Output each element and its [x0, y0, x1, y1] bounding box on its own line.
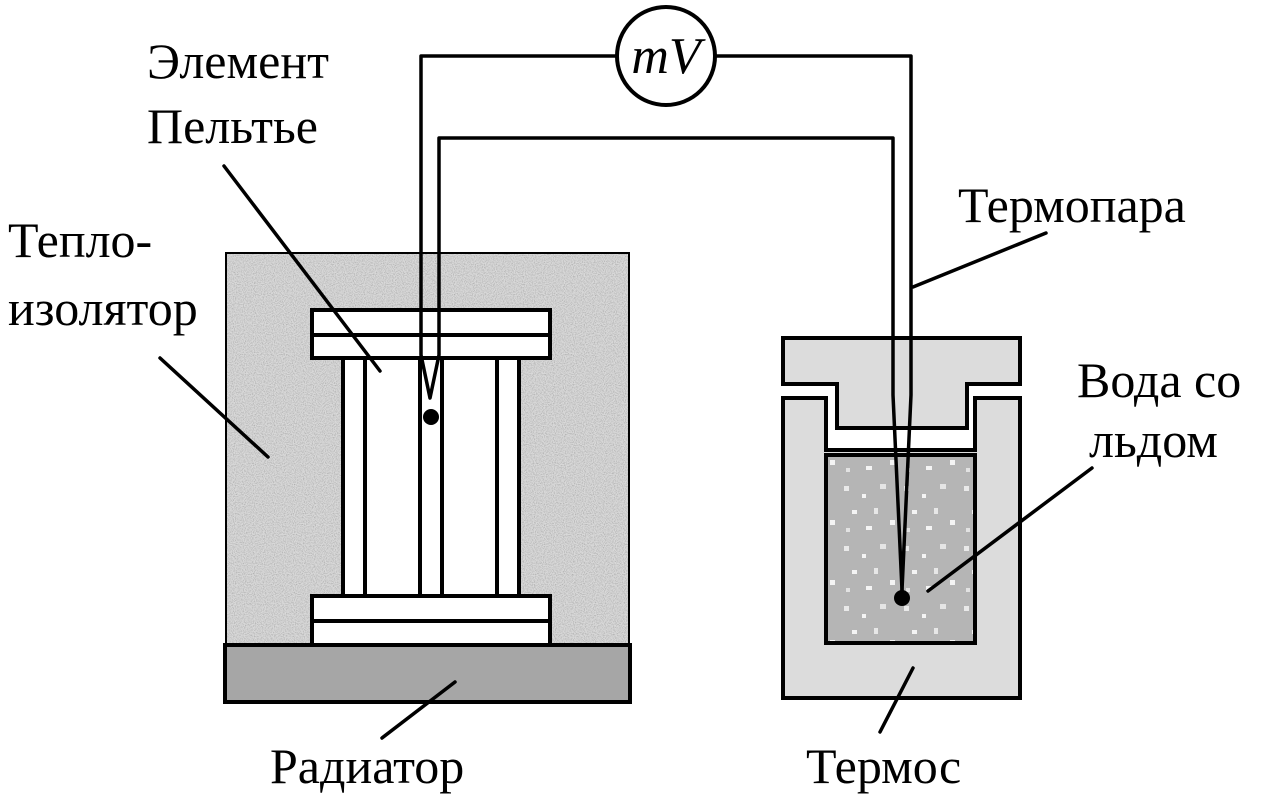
label-insulator-line2: изолятор	[8, 280, 198, 336]
leader-lines	[158, 164, 1094, 740]
peltier-bottom-plate-lower	[310, 619, 552, 647]
peltier-top-plate-lower	[310, 333, 552, 360]
radiator-plate	[223, 643, 632, 704]
leader-thermocouple	[911, 231, 1048, 289]
peltier-leg-5	[495, 356, 521, 598]
cold-junction-dot	[894, 590, 910, 606]
label-thermocouple: Термопара	[958, 177, 1186, 233]
peltier-assembly	[223, 250, 632, 704]
label-water-line1: Вода со	[1077, 352, 1241, 408]
leader-peltier	[222, 164, 382, 373]
hot-junction-dot	[423, 409, 439, 425]
thermocouple-wire-outer	[419, 54, 904, 592]
label-water-line2: льдом	[1089, 412, 1218, 468]
millivoltmeter	[615, 5, 717, 107]
leader-insulator	[158, 356, 270, 459]
peltier-leg-4	[440, 356, 499, 598]
label-radiator: Радиатор	[270, 738, 464, 794]
label-insulator-line1: Тепло-	[8, 212, 152, 268]
thermocouple-wire-inner	[713, 54, 913, 592]
leader-thermos	[878, 666, 915, 734]
thermocouple-wiring: mV	[419, 5, 913, 606]
labels: Элемент Пельтье Тепло- изолятор Термопар…	[8, 33, 1241, 794]
thermos-lid	[781, 336, 1022, 430]
peltier-leg-1	[341, 356, 367, 598]
peltier-bottom-plate-upper	[310, 594, 552, 623]
thermos-assembly	[781, 336, 1022, 700]
peltier-leg-2	[363, 356, 422, 598]
label-peltier-line1: Элемент	[147, 33, 329, 89]
leader-radiator	[380, 680, 457, 740]
label-peltier-line2: Пельтье	[147, 98, 318, 154]
label-thermos: Термос	[806, 738, 961, 794]
millivoltmeter-label: mV	[631, 28, 706, 85]
leader-water	[926, 466, 1094, 593]
